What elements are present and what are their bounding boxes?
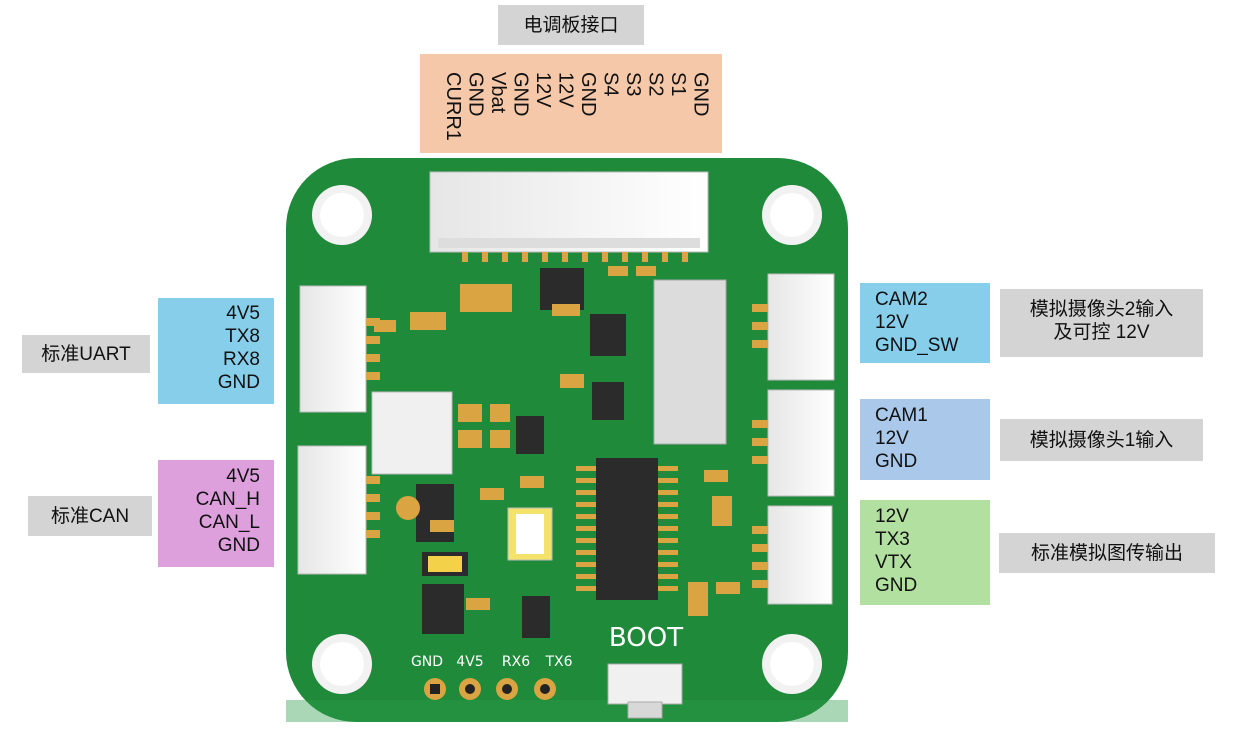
cam2-title-line1: 模拟摄像头2输入	[1029, 299, 1174, 320]
can-pin-box: 4V5 CAN_H CAN_L GND	[158, 460, 274, 567]
can-pin: 4V5	[226, 466, 260, 487]
esc-pin-label: 12V	[554, 72, 577, 108]
pad-label: TX6	[544, 654, 572, 670]
passives	[374, 266, 740, 616]
ic-bottom	[422, 584, 464, 634]
cam1-title: 模拟摄像头1输入	[1000, 419, 1203, 461]
main-ic	[596, 458, 658, 600]
diode	[516, 416, 544, 454]
esc-pin-label: S1	[667, 72, 689, 97]
bottom-pads	[424, 678, 556, 700]
can-pin: CAN_L	[198, 512, 260, 533]
cam1-pin: CAM1	[875, 405, 928, 426]
cam1-connector	[752, 389, 835, 497]
can-pin: CAN_H	[195, 489, 260, 510]
uart-title: 标准UART	[22, 335, 150, 373]
transistor	[522, 596, 550, 638]
esc-pin-label: S3	[622, 72, 644, 97]
boot-silk: BOOT	[609, 623, 683, 653]
esc-pin-label: CURR1	[442, 72, 464, 141]
cam1-pin: 12V	[875, 428, 909, 449]
cam2-title-line2: 及可控 12V	[1053, 322, 1150, 343]
esc-connector	[429, 171, 709, 262]
uart-pin: 4V5	[226, 303, 260, 324]
mosfet	[416, 484, 454, 542]
esc-pin-label: GND	[464, 72, 487, 117]
uart-pin-box: 4V5 TX8 RX8 GND	[158, 298, 274, 404]
esc-pin-label: GND	[689, 72, 712, 117]
esc-pin-label: S2	[644, 72, 667, 97]
cam2-pin: GND_SW	[875, 335, 959, 356]
cam2-pin-box: CAM2 12V GND_SW	[860, 283, 990, 363]
esc-interface-title: 电调板接口	[498, 5, 644, 45]
esc-pin-label: S4	[599, 72, 622, 97]
shield-can	[653, 279, 727, 445]
esc-pin-label: GND	[509, 72, 532, 117]
mounting-holes	[312, 185, 822, 694]
can-connector	[297, 445, 380, 575]
ic-pins	[576, 466, 678, 591]
cam1-pin-box: CAM1 12V GND	[860, 399, 990, 480]
ic-mid	[590, 314, 626, 356]
can-title: 标准CAN	[28, 496, 152, 536]
esc-pin-label: GND	[577, 72, 599, 117]
boot-button[interactable]	[607, 663, 683, 705]
pad-block	[460, 284, 512, 312]
uart-pin: RX8	[223, 349, 260, 370]
can-pin: GND	[217, 535, 260, 556]
vtx-title: 标准模拟图传输出	[999, 533, 1215, 573]
vtx-connector	[752, 505, 833, 605]
esc-pin-label: Vbat	[487, 72, 509, 114]
pad-label: GND	[411, 654, 443, 670]
cam1-pin: GND	[875, 451, 918, 472]
cam2-connector	[752, 273, 835, 381]
cam2-pin: 12V	[875, 312, 909, 333]
vtx-pin-box: 12V TX3 VTX GND	[860, 500, 990, 605]
cam2-title: 模拟摄像头2输入 及可控 12V	[1000, 289, 1203, 357]
vtx-pin: 12V	[875, 506, 909, 527]
uart-pin: GND	[217, 372, 260, 393]
vtx-pin: TX3	[875, 529, 910, 550]
inductor	[371, 391, 453, 475]
vtx-pin: GND	[875, 575, 918, 596]
uart-connector	[299, 285, 380, 413]
ic-small	[592, 382, 624, 420]
pad-label: RX6	[502, 654, 530, 670]
esc-pin-label: 12V	[532, 72, 554, 108]
uart-pin: TX8	[225, 326, 260, 347]
pad-label: 4V5	[456, 654, 483, 670]
vtx-pin: VTX	[875, 552, 912, 573]
cam2-pin: CAM2	[875, 289, 928, 310]
ic-top	[540, 268, 584, 310]
